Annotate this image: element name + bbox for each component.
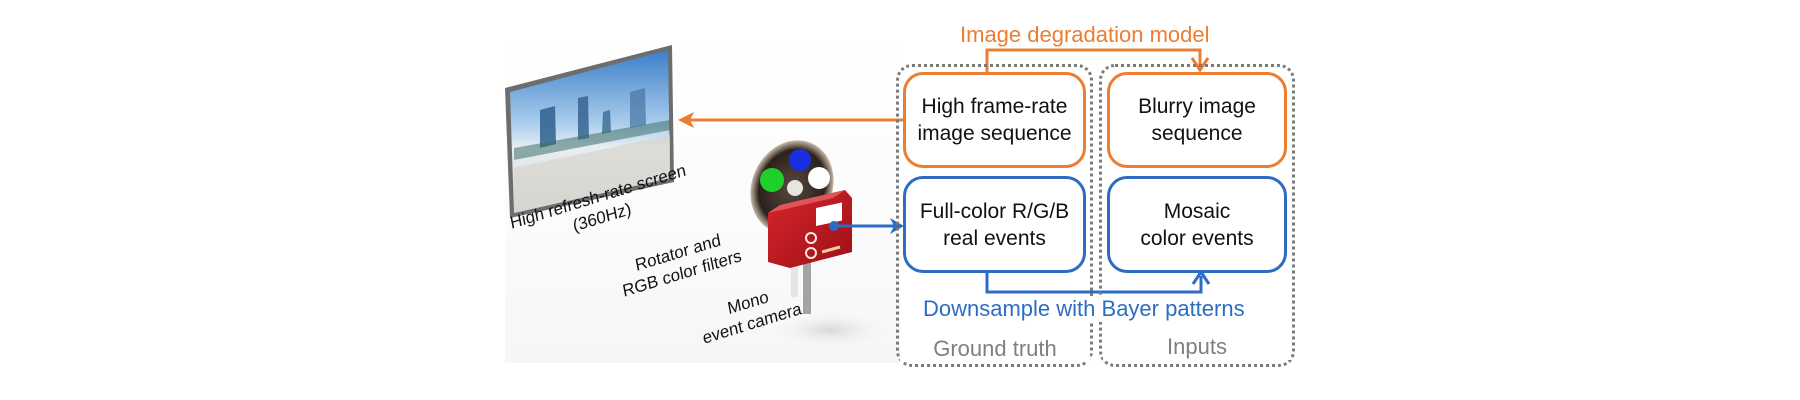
box-line: sequence — [1151, 122, 1243, 145]
box-blurry-image-sequence: Blurry image sequence — [1107, 72, 1287, 168]
box-full-color-events: Full-color R/G/B real events — [903, 176, 1086, 273]
event-camera-icon — [768, 190, 852, 268]
degradation-connector — [985, 48, 1202, 72]
monitor-screen-icon — [505, 45, 674, 218]
degradation-arrowhead-icon — [1190, 57, 1210, 73]
box-line: Mosaic — [1163, 199, 1231, 223]
box-line: Blurry image — [1138, 95, 1256, 118]
camera-pole-back — [803, 262, 811, 314]
group-ground-truth — [896, 64, 1093, 367]
box-line: Full-color R/G/B — [919, 199, 1070, 223]
group-inputs — [1099, 64, 1295, 367]
to-screen-arrowhead-icon — [678, 112, 694, 128]
inputs-label: Inputs — [1103, 334, 1291, 360]
box-line: color events — [1140, 226, 1254, 250]
downsample-connector — [985, 272, 1203, 294]
downsample-label: Downsample with Bayer patterns — [921, 296, 1247, 322]
ground-truth-label: Ground truth — [900, 336, 1090, 362]
box-line: High frame-rate — [921, 95, 1068, 118]
camera-pole-front — [791, 262, 798, 297]
box-mosaic-color-events: Mosaic color events — [1107, 176, 1287, 273]
box-line: real events — [943, 226, 1046, 250]
degradation-model-label: Image degradation model — [960, 22, 1210, 47]
box-high-frame-rate-sequence: High frame-rate image sequence — [903, 72, 1086, 168]
box-line: image sequence — [917, 122, 1072, 145]
